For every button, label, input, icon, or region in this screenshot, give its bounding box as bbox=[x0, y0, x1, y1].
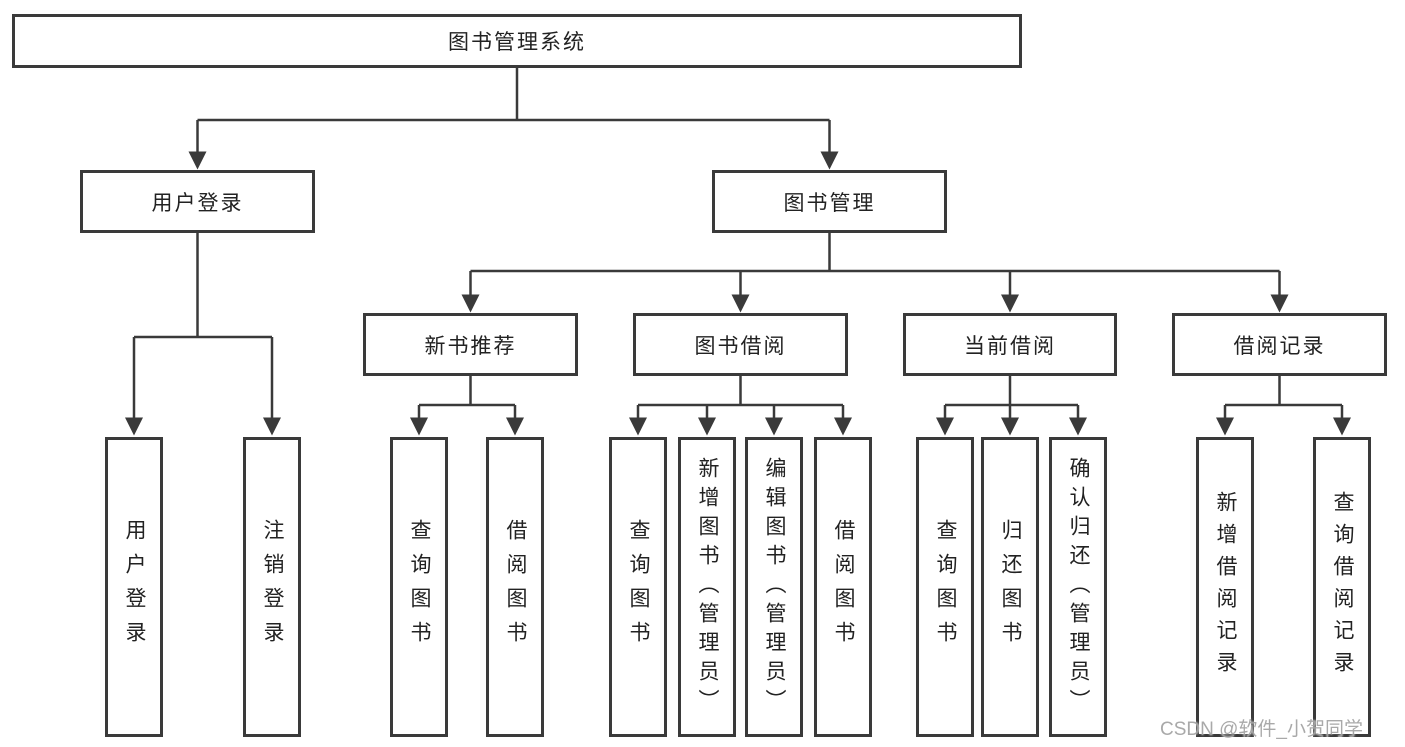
node-root: 图书管理系统 bbox=[12, 14, 1022, 68]
node-book-borrowing-label: 图书借阅 bbox=[694, 334, 787, 358]
node-current-borrowing: 当前借阅 bbox=[903, 313, 1117, 376]
leaf-user-login-label: 用户登录 bbox=[123, 519, 146, 655]
leaf-logout: 注销登录 bbox=[243, 437, 301, 737]
leaf-borrow-add-books-admin: 新增图书（管理员） bbox=[678, 437, 736, 737]
node-user-login: 用户登录 bbox=[80, 170, 315, 233]
node-book-borrowing: 图书借阅 bbox=[633, 313, 848, 376]
node-borrowing-records-label: 借阅记录 bbox=[1233, 334, 1326, 358]
node-book-management-label: 图书管理 bbox=[783, 191, 876, 215]
leaf-newbook-borrow-books-label: 借阅图书 bbox=[504, 519, 527, 655]
leaf-records-query-record: 查询借阅记录 bbox=[1313, 437, 1371, 737]
leaf-current-return-books-label: 归还图书 bbox=[999, 519, 1022, 655]
leaf-newbook-borrow-books: 借阅图书 bbox=[486, 437, 544, 737]
leaf-borrow-query-books-label: 查询图书 bbox=[627, 519, 650, 655]
watermark-text: CSDN @软件_小贺同学 bbox=[1160, 719, 1363, 740]
leaf-newbook-query-books-label: 查询图书 bbox=[408, 519, 431, 655]
node-user-login-label: 用户登录 bbox=[151, 191, 244, 215]
leaf-borrow-borrow-books-label: 借阅图书 bbox=[832, 519, 855, 655]
leaf-current-return-books: 归还图书 bbox=[981, 437, 1039, 737]
leaf-user-login: 用户登录 bbox=[105, 437, 163, 737]
leaf-newbook-query-books: 查询图书 bbox=[390, 437, 448, 737]
node-borrowing-records: 借阅记录 bbox=[1172, 313, 1387, 376]
leaf-borrow-edit-books-admin: 编辑图书（管理员） bbox=[745, 437, 803, 737]
leaf-borrow-add-books-admin-label: 新增图书（管理员） bbox=[696, 456, 719, 718]
node-current-borrowing-label: 当前借阅 bbox=[964, 334, 1056, 358]
leaf-current-confirm-return-admin: 确认归还（管理员） bbox=[1049, 437, 1107, 737]
leaf-borrow-query-books: 查询图书 bbox=[609, 437, 667, 737]
leaf-logout-label: 注销登录 bbox=[261, 519, 284, 655]
leaf-records-query-record-label: 查询借阅记录 bbox=[1331, 491, 1354, 683]
node-new-book-recommend-label: 新书推荐 bbox=[424, 334, 517, 358]
leaf-records-add-record: 新增借阅记录 bbox=[1196, 437, 1254, 737]
leaf-current-query-books-label: 查询图书 bbox=[934, 519, 957, 655]
node-root-label: 图书管理系统 bbox=[448, 31, 586, 54]
leaf-current-query-books: 查询图书 bbox=[916, 437, 974, 737]
leaf-current-confirm-return-admin-label: 确认归还（管理员） bbox=[1067, 456, 1090, 718]
leaf-borrow-edit-books-admin-label: 编辑图书（管理员） bbox=[763, 456, 786, 718]
node-book-management: 图书管理 bbox=[712, 170, 947, 233]
leaf-borrow-borrow-books: 借阅图书 bbox=[814, 437, 872, 737]
node-new-book-recommend: 新书推荐 bbox=[363, 313, 578, 376]
leaf-records-add-record-label: 新增借阅记录 bbox=[1214, 491, 1237, 683]
